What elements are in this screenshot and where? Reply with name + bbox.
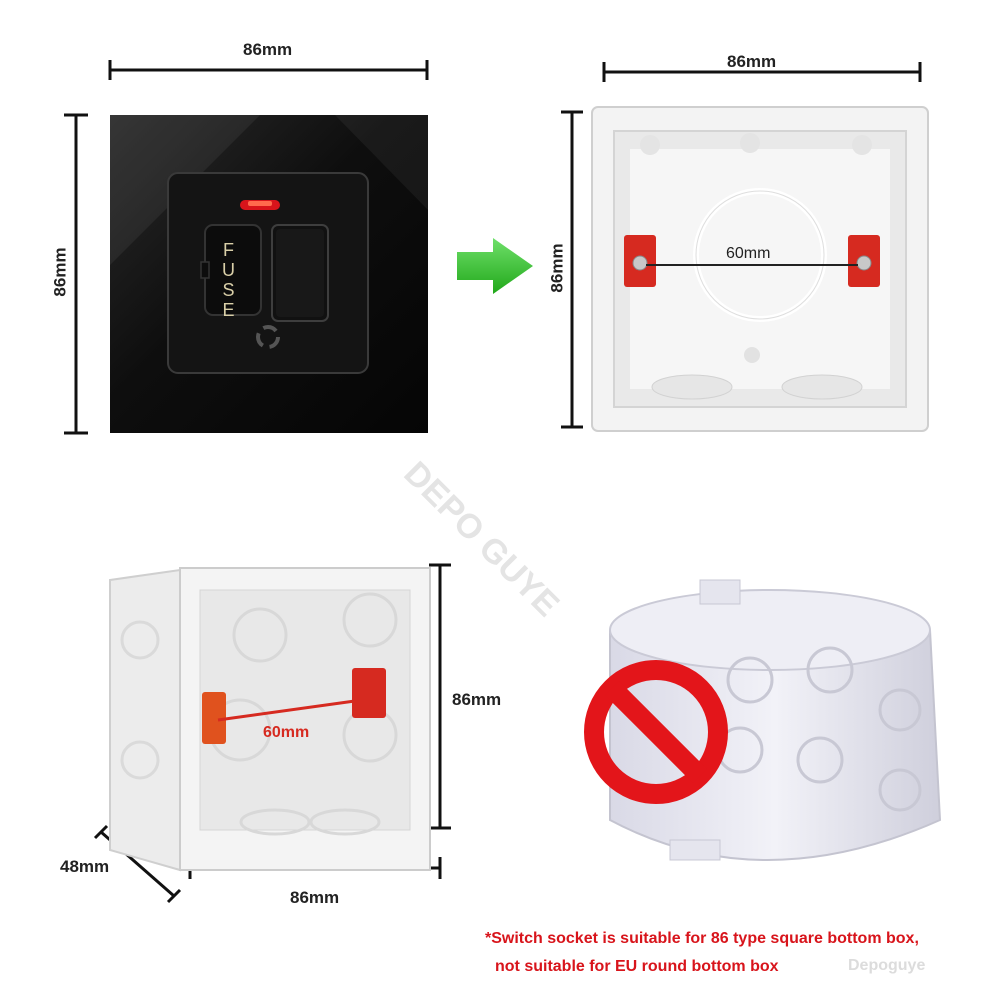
panel-width-label: 86mm (243, 40, 293, 59)
fuse-label: FUSE (222, 240, 236, 320)
panel-height-label: 86mm (50, 247, 70, 297)
box-screw-spacing-label: 60mm (726, 245, 771, 262)
perspective-height-label: 86mm (452, 690, 502, 709)
prohibited-sign-icon (584, 660, 728, 804)
perspective-depth-label: 48mm (60, 857, 110, 876)
green-arrow-icon (457, 238, 533, 294)
box-width-label: 86mm (727, 52, 777, 71)
fuse-switch-panel (110, 115, 428, 433)
corner-watermark: Depoguye (848, 957, 926, 974)
perspective-width-label: 86mm (290, 888, 340, 907)
compatibility-note-line1: *Switch socket is suitable for 86 type s… (485, 930, 919, 947)
square-back-box-perspective (109, 567, 431, 872)
compatibility-note-line2: not suitable for EU round bottom box (495, 958, 779, 975)
perspective-screw-spacing-label: 60mm (263, 724, 310, 741)
box-height-label: 86mm (547, 243, 567, 293)
square-back-box-front (591, 106, 929, 432)
